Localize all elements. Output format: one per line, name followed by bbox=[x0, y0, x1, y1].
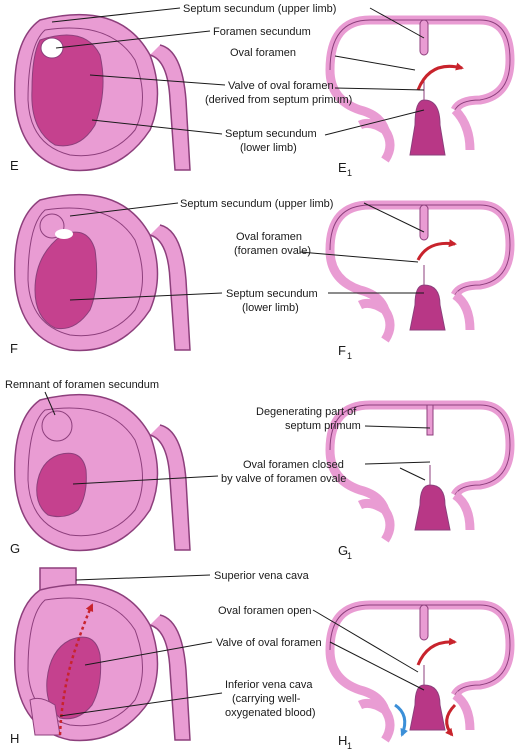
vein-tube bbox=[149, 614, 191, 741]
panel-letter-g1: G bbox=[338, 543, 348, 558]
valve-of-oval-foramen bbox=[34, 231, 98, 330]
atrium-h-right-view bbox=[13, 567, 191, 742]
ventricle-left bbox=[357, 118, 395, 163]
ventricle-right bbox=[451, 106, 475, 151]
panel-letter-e: E bbox=[10, 158, 19, 173]
label-septum-secundum-lower-e-2: (lower limb) bbox=[240, 142, 297, 154]
panel-letter-f1: F bbox=[338, 343, 346, 358]
septum-primum bbox=[409, 80, 446, 156]
foramen-secundum-hole bbox=[40, 37, 64, 59]
label-oval-open: Oval foramen open bbox=[218, 605, 312, 617]
label-septum-secundum-upper-f: Septum secundum (upper limb) bbox=[180, 198, 333, 210]
label-ivc-3: oxygenated blood) bbox=[225, 707, 316, 719]
label-septum-secundum-lower-e-1: Septum secundum bbox=[225, 128, 317, 140]
shunt-arrow bbox=[416, 62, 464, 91]
leader-lines-f bbox=[69, 202, 425, 301]
septum-secundum-upper bbox=[426, 404, 434, 436]
atrium-e-right-view bbox=[13, 13, 191, 172]
heart-g1-section bbox=[325, 400, 515, 543]
panel-letter-e1: E bbox=[338, 160, 347, 175]
leader-lines-e bbox=[51, 7, 425, 136]
leader-lines-g bbox=[44, 391, 431, 485]
shunt-arrow bbox=[416, 239, 457, 261]
foramen-secundum-remnant bbox=[39, 213, 65, 239]
heart-e1-section bbox=[325, 15, 515, 163]
oval-foramen-gap bbox=[55, 229, 73, 239]
leader-lines-h bbox=[59, 574, 425, 717]
label-septum-secundum-lower-f-1: Septum secundum bbox=[226, 288, 318, 300]
septum-primum bbox=[409, 665, 446, 731]
label-svc: Superior vena cava bbox=[214, 570, 310, 582]
label-oval-closed-2: by valve of foramen ovale bbox=[221, 473, 346, 485]
valve-of-oval-foramen bbox=[31, 34, 104, 147]
heart-f1-section bbox=[325, 200, 515, 343]
panel-e: E E 1 Septum secundum (upper limb) Foram… bbox=[10, 3, 515, 178]
label-degenerating-2: septum primum bbox=[285, 420, 361, 432]
label-degenerating-1: Degenerating part of bbox=[256, 406, 357, 418]
septum-inner-outline bbox=[27, 407, 143, 537]
septum-secundum-upper bbox=[419, 204, 429, 241]
vein-tube bbox=[149, 44, 191, 171]
label-valve-e-1: Valve of oval foramen bbox=[228, 80, 334, 92]
panel-letter-h1: H bbox=[338, 733, 347, 748]
label-remnant-foramen-secundum: Remnant of foramen secundum bbox=[5, 379, 159, 391]
valve-of-oval-foramen bbox=[46, 636, 102, 720]
heart-h1-section bbox=[325, 600, 515, 743]
panel-f: F F 1 Septum secundum (upper limb) Oval … bbox=[10, 193, 515, 361]
ivc-blood-flow-arrow bbox=[58, 603, 94, 736]
label-valve-e-2: (derived from septum primum) bbox=[205, 94, 352, 106]
septum-secundum-upper bbox=[419, 604, 429, 641]
panel-letter-e1-sub: 1 bbox=[347, 168, 352, 178]
septum-inner-outline bbox=[27, 597, 143, 727]
panel-g: G G 1 Remnant of foramen secundum Degene… bbox=[5, 379, 515, 561]
septum-inner-outline bbox=[27, 207, 143, 337]
panel-h: H H 1 Superior vena cava Oval foramen op… bbox=[10, 567, 515, 751]
atrium-g-right-view bbox=[13, 393, 191, 552]
inferior-vena-cava bbox=[29, 697, 61, 736]
panel-letter-g: G bbox=[10, 541, 20, 556]
label-valve-h: Valve of oval foramen bbox=[216, 637, 322, 649]
red-flow-arrow bbox=[445, 703, 457, 737]
panel-letter-h: H bbox=[10, 731, 19, 746]
panel-letter-f: F bbox=[10, 341, 18, 356]
label-oval-foramen-f-2: (foramen ovale) bbox=[234, 245, 311, 257]
septum-primum bbox=[409, 265, 446, 331]
label-oval-foramen-e: Oval foramen bbox=[230, 47, 296, 59]
foramen-secundum-remnant bbox=[41, 410, 73, 442]
label-oval-foramen-f-1: Oval foramen bbox=[236, 231, 302, 243]
shunt-arrow bbox=[416, 637, 457, 666]
label-foramen-secundum-e: Foramen secundum bbox=[213, 26, 311, 38]
label-ivc-1: Inferior vena cava bbox=[225, 679, 313, 691]
label-oval-closed-1: Oval foramen closed bbox=[243, 459, 344, 471]
atrium-f-right-view bbox=[13, 193, 191, 352]
valve-of-oval-foramen bbox=[36, 452, 87, 518]
septum-primum bbox=[414, 465, 451, 531]
left-wall bbox=[325, 69, 390, 132]
label-septum-secundum-lower-f-2: (lower limb) bbox=[242, 302, 299, 314]
label-septum-secundum-upper-e: Septum secundum (upper limb) bbox=[183, 3, 336, 15]
panel-letter-g1-sub: 1 bbox=[347, 551, 352, 561]
septum-inner-outline bbox=[27, 27, 143, 157]
vein-tube bbox=[149, 224, 191, 351]
panel-letter-f1-sub: 1 bbox=[347, 351, 352, 361]
atrial-roof-outline bbox=[329, 19, 511, 111]
panel-letter-h1-sub: 1 bbox=[347, 741, 352, 750]
blue-flow-arrow bbox=[394, 703, 408, 737]
label-ivc-2: (carrying well- bbox=[232, 693, 301, 705]
vein-tube bbox=[149, 424, 191, 551]
